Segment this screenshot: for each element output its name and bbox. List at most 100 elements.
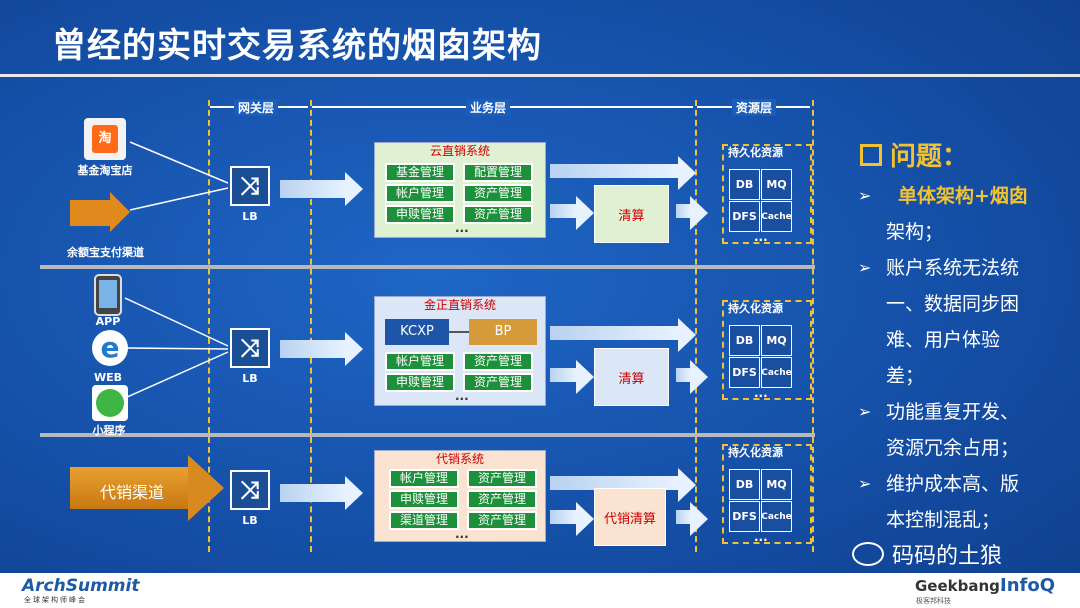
module-asset-mgmt-2: 资产管理 (463, 205, 533, 224)
module-subscription-mgmt: 申赎管理 (389, 490, 459, 509)
cell-cache: Cache (761, 201, 792, 232)
issue-text: 一、数据同步困 (886, 293, 1020, 315)
module-account-mgmt: 帐户管理 (385, 184, 455, 203)
ellipsis: ... (455, 221, 469, 235)
issue-line: ➢ 功能重复开发、 (858, 394, 1078, 430)
module-asset-mgmt-2: 资产管理 (467, 490, 537, 509)
arrow-system-to-clearing-row1 (550, 196, 594, 230)
cell-db: DB (729, 469, 760, 500)
cell-cache: Cache (761, 501, 792, 532)
lb-shuffle-icon-row1: ⤨ (230, 166, 270, 206)
issue-line: ➢ 单体架构+烟囱 (858, 178, 1078, 214)
ellipsis: ... (754, 530, 768, 544)
clearing-box-row1: 清算 (594, 185, 669, 243)
square-bullet-icon (860, 143, 882, 166)
geekbang-logo: Geekbang. (915, 577, 1006, 595)
system-box-cloud-direct: 云直销系统 基金管理 配置管理 帐户管理 资产管理 申赎管理 资产管理 ... (374, 142, 546, 238)
consignment-channel-arrow-icon (70, 455, 240, 521)
channel-web-label: WEB (93, 371, 123, 384)
issue-line: 架构； (858, 214, 1078, 250)
issue-text: 功能重复开发、 (886, 401, 1020, 423)
bullet-spacer (858, 214, 886, 250)
smartphone-icon (94, 274, 122, 316)
bullet-spacer (858, 358, 886, 394)
cell-mq: MQ (761, 325, 792, 356)
cell-db: DB (729, 325, 760, 356)
bullet-spacer (858, 502, 886, 538)
clearing-box-row3: 代销清算 (594, 488, 666, 546)
module-config-mgmt: 配置管理 (463, 163, 533, 182)
gateway-right-line (310, 100, 312, 552)
channel-consignment-label: 代销渠道 (100, 483, 165, 502)
issue-line: 难、用户体验 (858, 322, 1078, 358)
issue-text: 难、用户体验 (886, 329, 1001, 351)
arrow-gateway-to-system-row1 (280, 172, 363, 206)
arrow-bullet-icon: ➢ (858, 186, 872, 205)
lb-label-row2: LB (242, 372, 258, 385)
issues-heading-text: 问题： (890, 142, 969, 172)
ie-browser-icon: e (92, 330, 128, 366)
watermark-text: 码码的土狼 (892, 544, 1003, 569)
arrow-bullet-icon: ➢ (858, 258, 872, 277)
issue-text: 维护成本高、版 (886, 473, 1020, 495)
cell-cache: Cache (761, 357, 792, 388)
row-separator-1 (40, 265, 815, 269)
channel-miniprogram-label: 小程序 (92, 424, 126, 437)
module-asset-mgmt: 资产管理 (463, 184, 533, 203)
cell-mq: MQ (761, 469, 792, 500)
cell-dfs: DFS (729, 357, 760, 388)
issue-text: 架构； (886, 221, 944, 243)
module-account-mgmt: 帐户管理 (385, 352, 455, 371)
ellipsis: ... (455, 527, 469, 541)
infoq-logo: InfoQ (1000, 575, 1056, 596)
arrow-clearing-to-resource-row3 (676, 502, 708, 536)
resource-box-row3: 持久化资源 DB MQ DFS Cache ... (722, 444, 812, 544)
archsummit-subtitle: 全球架构师峰会 (24, 596, 87, 604)
lb-shuffle-icon-row3: ⤨ (230, 470, 270, 510)
module-asset-mgmt: 资产管理 (463, 352, 533, 371)
page-title: 曾经的实时交易系统的烟囱架构 (52, 26, 542, 66)
system-title-consignment: 代销系统 (435, 452, 484, 466)
issue-line: ➢账户系统无法统 (858, 250, 1078, 286)
business-right-line (695, 100, 697, 552)
issues-heading: 问题： (860, 136, 968, 173)
cell-dfs: DFS (729, 201, 760, 232)
lb-label-row1: LB (242, 210, 258, 223)
issue-text: 本控制混乱； (886, 509, 1001, 531)
arrow-clearing-to-resource-row2 (676, 360, 708, 394)
module-subscription-mgmt: 申赎管理 (385, 205, 455, 224)
resource-layer-label: 资源层 (732, 99, 777, 116)
resource-right-line (812, 100, 814, 552)
channel-taobao-label: 基金淘宝店 (77, 164, 133, 177)
resource-title-row1: 持久化资源 (728, 146, 783, 159)
arrow-bullet-icon: ➢ (858, 402, 872, 421)
arrow-system-to-clearing-row3 (550, 502, 594, 536)
gateway-left-line (208, 100, 210, 552)
bullet-spacer (858, 430, 886, 466)
module-subscription-mgmt: 申赎管理 (385, 373, 455, 392)
arrow-system-to-resource-row3 (550, 468, 696, 502)
issue-line: 差； (858, 358, 1078, 394)
arrow-bullet-icon: ➢ (858, 474, 872, 493)
arrow-gateway-to-system-row3 (280, 476, 363, 510)
bp-box: BP (469, 319, 537, 345)
lb-label-row3: LB (242, 514, 258, 527)
cell-db: DB (729, 169, 760, 200)
channel-yuebao-label: 余额宝支付渠道 (67, 246, 144, 259)
arrow-system-to-resource-row2 (550, 318, 696, 352)
arrow-clearing-to-resource-row1 (676, 196, 708, 230)
issue-text: 差； (886, 365, 925, 387)
module-fund-mgmt: 基金管理 (385, 163, 455, 182)
arrow-system-to-clearing-row2 (550, 360, 594, 394)
watermark: 码码的土狼 (852, 538, 1002, 570)
resource-title-row2: 持久化资源 (728, 302, 783, 315)
issue-text: 资源冗余占用； (886, 437, 1020, 459)
resource-box-row1: 持久化资源 DB MQ DFS Cache ... (722, 144, 812, 244)
system-box-consignment: 代销系统 帐户管理 资产管理 申赎管理 资产管理 渠道管理 资产管理 ... (374, 450, 546, 542)
kcxp-bp-link (449, 331, 469, 333)
resource-title-row3: 持久化资源 (728, 446, 783, 459)
issue-text: 单体架构+烟囱 (898, 185, 1028, 207)
archsummit-logo: ArchSummit (22, 576, 140, 596)
issues-list: ➢ 单体架构+烟囱架构； ➢账户系统无法统一、数据同步困难、用户体验差； ➢ 功能重复开… (858, 178, 1078, 538)
